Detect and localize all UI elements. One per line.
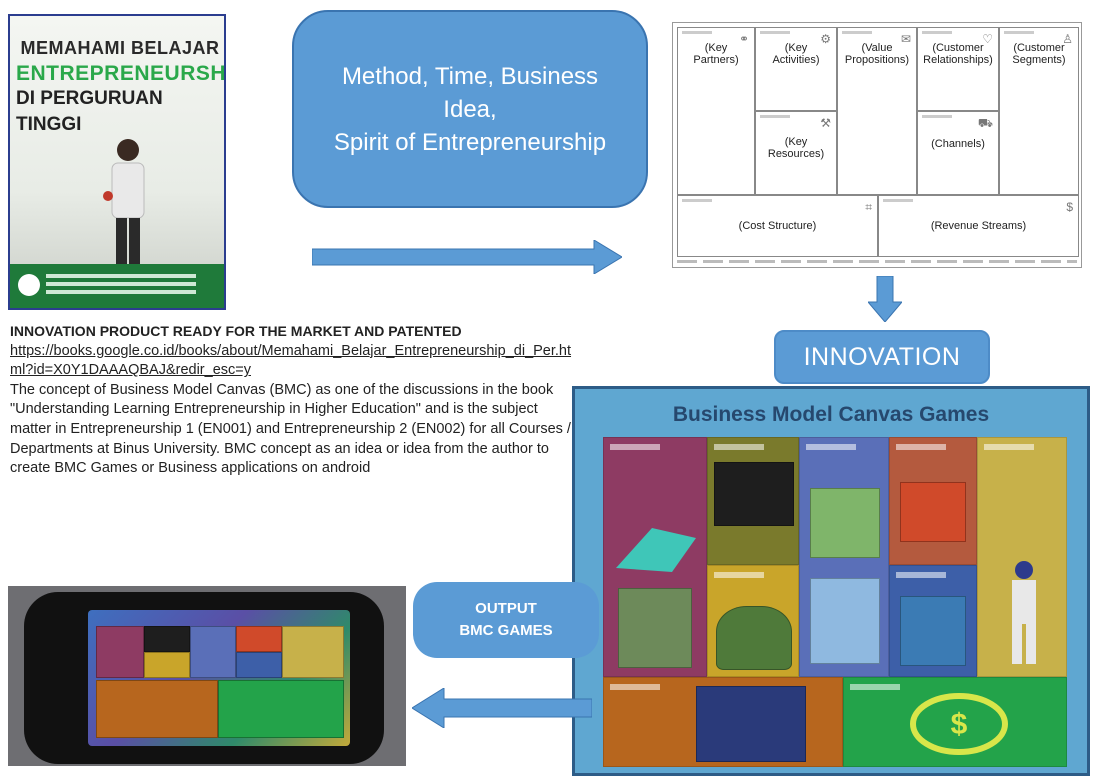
gears-icon [714, 462, 794, 526]
book-title-line2: ENTREPRENEURSHIP [16, 62, 226, 85]
people-icon [900, 482, 966, 542]
game-cell-revenue-streams: $ [843, 677, 1067, 767]
cell-channels: ⛟ (Channels) [917, 111, 999, 195]
book-title-line3: DI PERGURUAN [16, 88, 163, 109]
baseball-player-icon [1012, 561, 1036, 664]
resources-icon: ⚒ [820, 116, 831, 130]
innovation-heading: INNOVATION PRODUCT READY FOR THE MARKET … [10, 323, 462, 339]
method-box: Method, Time, Business Idea, Spirit of E… [292, 10, 648, 208]
book-footer-band [10, 264, 224, 308]
description-text-block: INNOVATION PRODUCT READY FOR THE MARKET … [10, 322, 572, 479]
game-cell-customer-relationships [889, 437, 977, 565]
output-box: OUTPUT BMC GAMES [413, 582, 599, 658]
cell-key-activities: ⚙ (Key Activities) [755, 27, 837, 111]
bmc-template: ⚭ (Key Partners) ⚙ (Key Activities) ⚒ (K… [672, 22, 1082, 268]
game-cell-cost-structure [603, 677, 843, 767]
arrow-right-icon [312, 240, 622, 274]
tower-icon [810, 578, 880, 664]
handshake-icon [616, 528, 696, 572]
person-icon: ♙ [1062, 32, 1073, 46]
description-paragraph: The concept of Business Model Canvas (BM… [10, 381, 571, 477]
innovation-label: INNOVATION [803, 342, 961, 371]
innovation-box: INNOVATION [774, 330, 990, 384]
shop-icon [900, 596, 966, 666]
person-illustration [103, 139, 145, 270]
book-title-line4: TINGGI [16, 114, 82, 135]
turtle-icon [716, 606, 792, 670]
game-cell-customer-segments [977, 437, 1067, 677]
cell-customer-segments: ♙ (Customer Segments) [999, 27, 1079, 195]
activity-icon: ⚙ [820, 32, 831, 46]
book-link[interactable]: https://books.google.co.id/books/about/M… [10, 342, 572, 379]
book-cover: MEMAHAMI BELAJAR ENTREPRENEURSHIP DI PER… [8, 14, 226, 310]
game-cell-key-resources [707, 565, 799, 677]
city-night-icon [696, 686, 806, 762]
output-line1: OUTPUT [475, 600, 537, 617]
game-cell-key-activities [707, 437, 799, 565]
cell-cost-structure: ⌗ (Cost Structure) [677, 195, 878, 257]
arrow-down-icon [868, 276, 902, 322]
game-cell-value-propositions [799, 437, 889, 677]
truck-icon: ⛟ [977, 116, 993, 130]
method-line2: Idea, [443, 95, 497, 123]
link-icon: ⚭ [738, 32, 749, 46]
phone-photo [8, 586, 406, 766]
cell-customer-relationships: ♡ (Customer Relationships) [917, 27, 999, 111]
game-cell-channels [889, 565, 977, 677]
svg-text:$: $ [951, 708, 968, 741]
publisher-logo-icon [18, 274, 40, 296]
globe-icon [810, 488, 880, 558]
method-line1: Method, Time, Business [341, 62, 599, 90]
book-title-line1: MEMAHAMI BELAJAR [20, 38, 220, 58]
arrow-left-icon [412, 688, 592, 728]
bmc-games-board: Business Model Canvas Games $ [572, 386, 1090, 776]
dollar-coin-icon: $ [910, 693, 1008, 755]
cell-key-partners: ⚭ (Key Partners) [677, 27, 755, 195]
cell-value-propositions: ✉ (Value Propositions) [837, 27, 917, 195]
method-line3: Spirit of Entrepreneurship [333, 128, 607, 156]
gift-icon: ✉ [900, 32, 911, 46]
cell-key-resources: ⚒ (Key Resources) [755, 111, 837, 195]
phone-body [24, 592, 384, 764]
games-title: Business Model Canvas Games [672, 403, 990, 426]
group-photo [618, 588, 692, 668]
cell-revenue-streams: $ (Revenue Streams) [878, 195, 1079, 257]
money-bag-icon: $ [1066, 200, 1073, 214]
heart-icon: ♡ [982, 32, 993, 46]
game-cell-key-partners [603, 437, 707, 677]
output-line2: BMC GAMES [459, 622, 553, 639]
phone-screen [88, 610, 350, 746]
tag-icon: ⌗ [865, 200, 872, 214]
